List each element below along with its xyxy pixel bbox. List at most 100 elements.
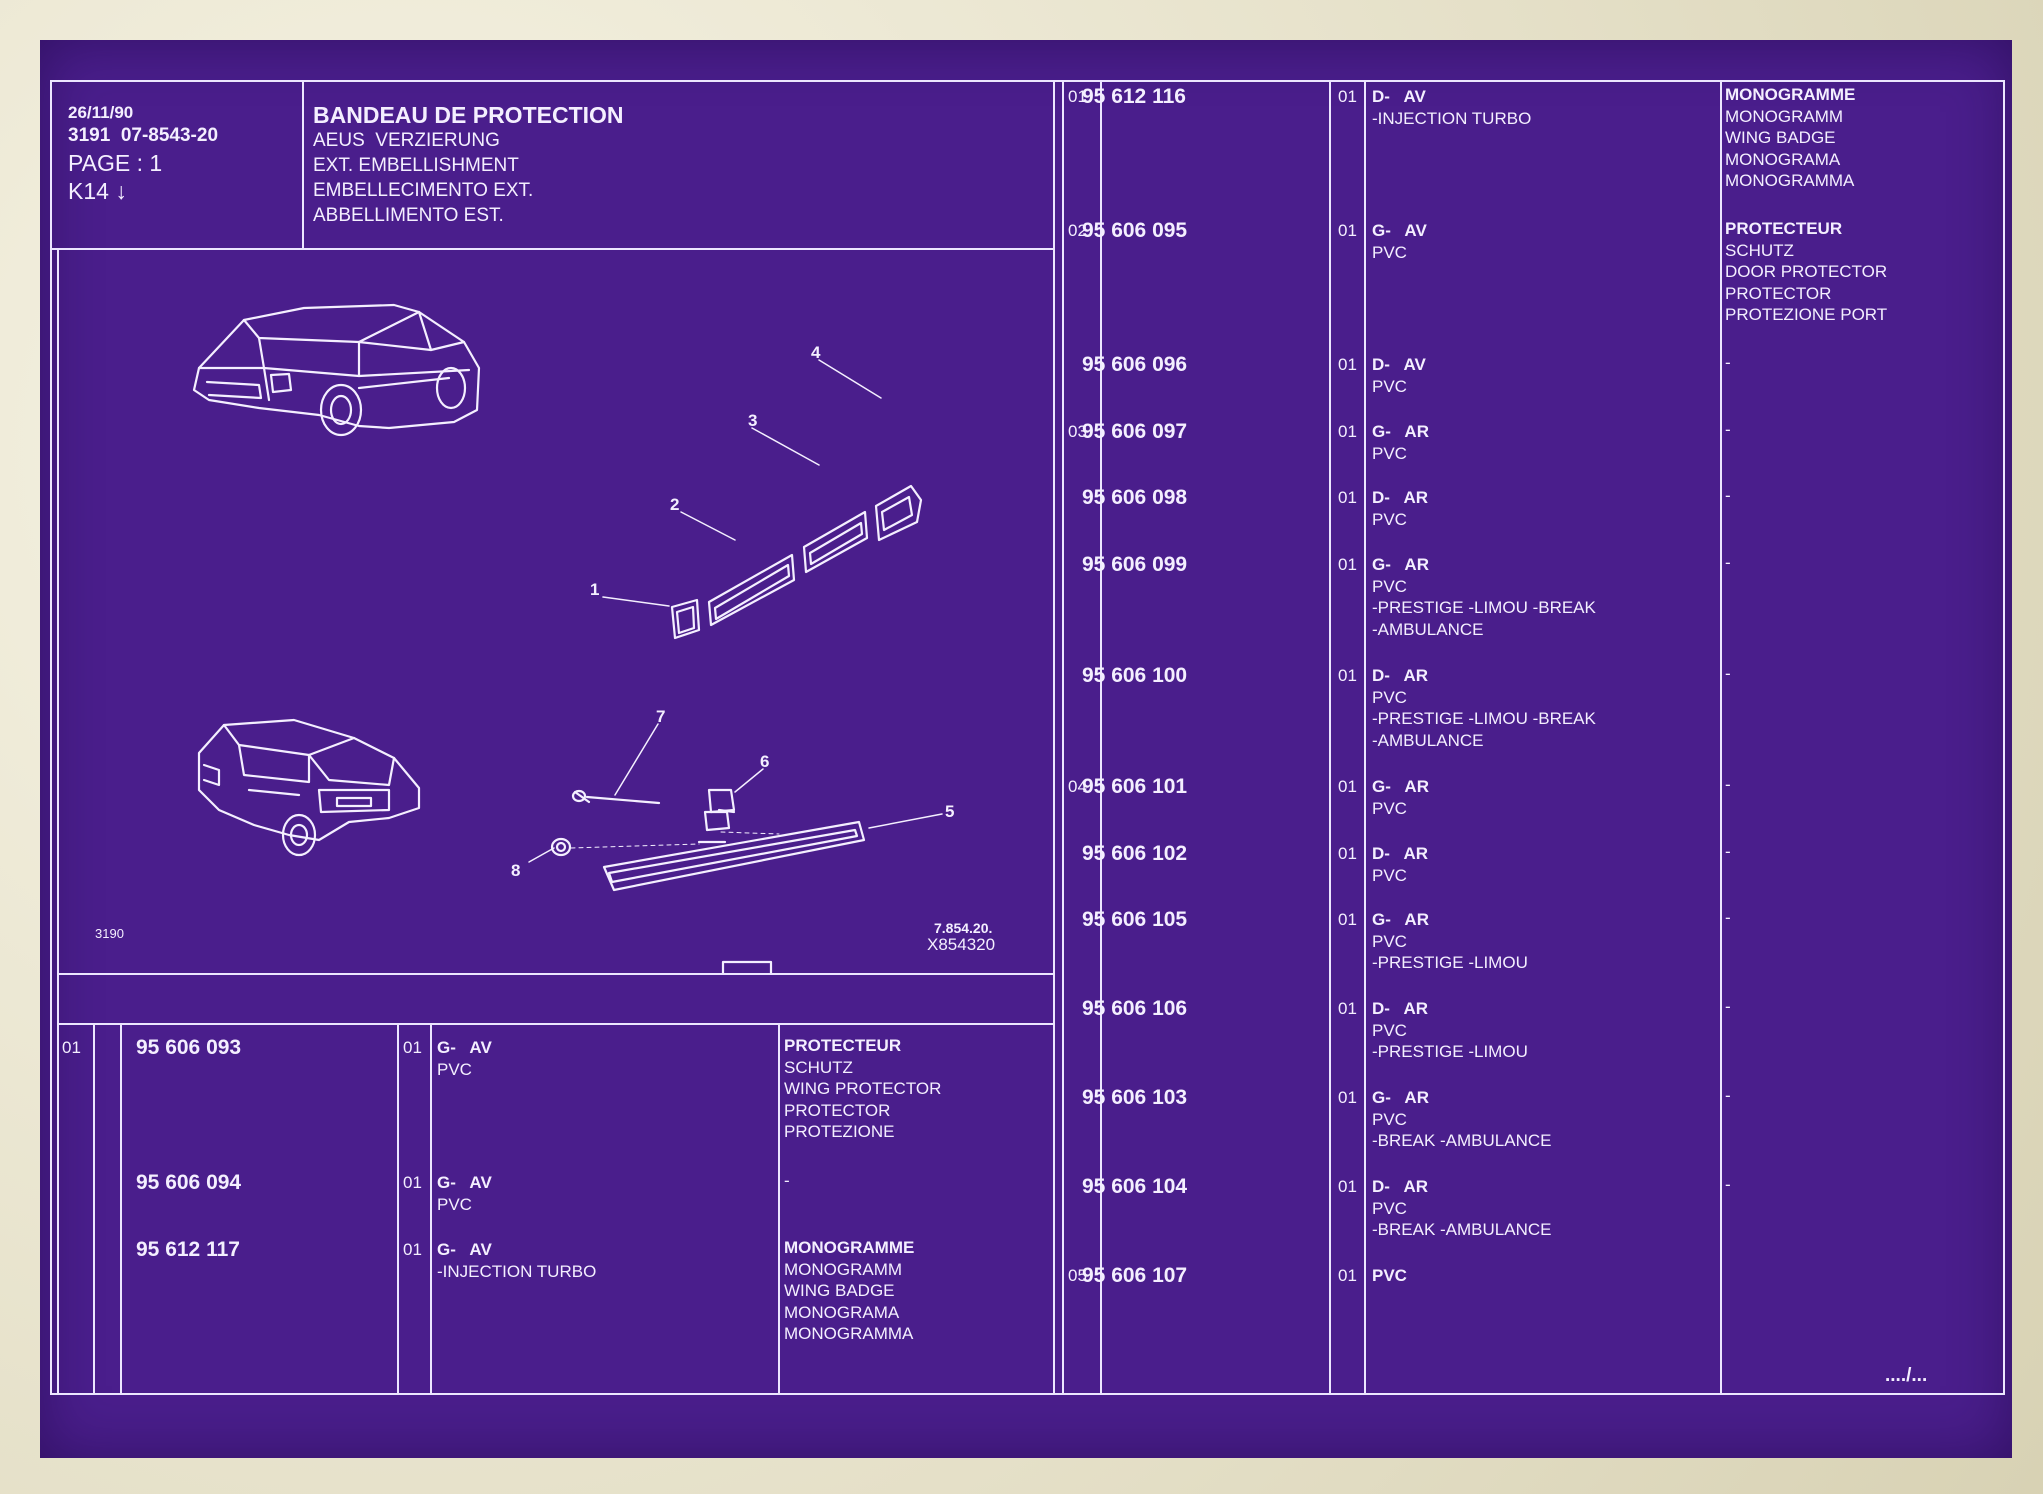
part-description: PVC (1372, 931, 1407, 951)
part-description: PVC (1372, 376, 1407, 396)
part-number: 95 606 097 (1082, 420, 1188, 443)
part-name: MONOGRAMMA (784, 1324, 914, 1343)
part-name: WING BADGE (784, 1281, 895, 1300)
part-description: G- AV (437, 1173, 492, 1192)
callout-1: 1 (590, 580, 599, 599)
quantity: 01 (1338, 999, 1357, 1018)
part-number: 95 606 101 (1082, 775, 1188, 798)
diagram-ref-a: 7.854.20. (934, 920, 992, 936)
part-number: 95 606 106 (1082, 997, 1188, 1020)
part-name: - (1725, 908, 1731, 927)
part-description: -PRESTIGE -LIMOU (1372, 1042, 1528, 1061)
part-number: 95 612 117 (136, 1238, 240, 1261)
quantity: 01 (1338, 355, 1357, 374)
title-english: EXT. EMBELLISHMENT (313, 155, 519, 176)
part-name: SCHUTZ (784, 1057, 853, 1077)
rear-car-illustration (197, 718, 421, 857)
title-german: AEUS VERZIERUNG (313, 130, 500, 151)
part-name: PROTECTEUR (1725, 219, 1843, 238)
quantity: 01 (403, 1173, 422, 1192)
part-name: - (1725, 1175, 1731, 1194)
part-description: G- AV (437, 1240, 492, 1259)
part-number: 95 606 093 (136, 1036, 242, 1059)
part-number: 95 606 107 (1082, 1264, 1188, 1287)
part-name: WING BADGE (1725, 128, 1836, 147)
callout-4: 4 (811, 343, 821, 362)
part-description: G- AR (1372, 1088, 1429, 1107)
part-number: 95 606 103 (1082, 1086, 1188, 1109)
part-number: 95 606 105 (1082, 908, 1188, 931)
part-description: G- AR (1372, 910, 1429, 929)
quantity: 01 (1338, 1088, 1357, 1107)
part-name: MONOGRAMA (1725, 149, 1841, 169)
part-description: -INJECTION TURBO (1372, 108, 1532, 128)
part-description: PVC (1372, 865, 1407, 885)
part-name: - (1725, 353, 1731, 372)
quantity: 01 (1338, 1266, 1357, 1285)
quantity: 01 (1338, 87, 1357, 106)
part-description: PVC (1372, 1020, 1407, 1040)
part-description: D- AR (1372, 1177, 1429, 1196)
part-name: - (784, 1171, 790, 1190)
part-description: D- AR (1372, 666, 1429, 685)
part-name: PROTECTOR (784, 1100, 891, 1120)
callout-8: 8 (511, 861, 520, 880)
item-position: 01 (62, 1038, 81, 1057)
part-name: - (1725, 775, 1731, 794)
item-position: 02 (1068, 221, 1087, 240)
part-name: DOOR PROTECTOR (1725, 262, 1888, 281)
part-name: - (1725, 664, 1731, 683)
part-description: PVC (437, 1059, 472, 1079)
quantity: 01 (1338, 488, 1357, 507)
part-description: G- AV (1372, 221, 1427, 240)
part-name: MONOGRAMM (784, 1259, 903, 1279)
part-description: -AMBULANCE (1372, 730, 1484, 750)
part-number: 95 606 095 (1082, 219, 1188, 242)
quantity: 01 (403, 1240, 422, 1259)
quantity: 01 (1338, 422, 1357, 441)
part-number: 95 606 100 (1082, 664, 1188, 687)
part-name: - (1725, 842, 1731, 861)
part-name: - (1725, 1086, 1731, 1105)
quantity: 01 (1338, 844, 1357, 863)
quantity: 01 (1338, 555, 1357, 574)
part-description: PVC (1372, 509, 1407, 529)
continuation-mark: ..../... (1885, 1365, 1928, 1386)
callout-5: 5 (945, 802, 954, 821)
callout-6: 6 (760, 752, 769, 771)
part-description: G- AR (1372, 777, 1429, 796)
part-description: PVC (1372, 1266, 1407, 1285)
section-code: K14 ↓ (68, 178, 127, 204)
part-name: MONOGRAMME (784, 1238, 915, 1257)
callout-3: 3 (748, 411, 757, 430)
part-description: PVC (1372, 576, 1407, 596)
part-description: D- AR (1372, 488, 1429, 507)
callout-2: 2 (670, 495, 679, 514)
quantity: 01 (1338, 910, 1357, 929)
item-position: 05 (1068, 1266, 1087, 1285)
part-name: MONOGRAMA (784, 1302, 900, 1322)
page-number: PAGE : 1 (68, 150, 163, 176)
parts-catalog-sheet: 26/11/90 3191 07-8543-20 PAGE : 1 K14 ↓ … (40, 40, 2012, 1458)
rear-parts (550, 788, 866, 892)
part-description: PVC (1372, 1198, 1407, 1218)
part-description: PVC (1372, 687, 1407, 707)
part-number: 95 606 099 (1082, 553, 1188, 576)
front-protector-strips (670, 484, 923, 640)
part-name: PROTECTOR (1725, 283, 1832, 303)
page-title: BANDEAU DE PROTECTION (313, 102, 624, 128)
part-name: MONOGRAMMA (1725, 171, 1855, 190)
part-description: D- AR (1372, 999, 1429, 1018)
title-italian: ABBELLIMENTO EST. (313, 205, 504, 226)
quantity: 01 (1338, 1177, 1357, 1196)
item-position: 03 (1068, 422, 1087, 441)
part-description: PVC (1372, 443, 1407, 463)
item-position: 04 (1068, 777, 1087, 796)
diagram-ref-b: X854320 (927, 935, 995, 954)
part-description: -INJECTION TURBO (437, 1261, 597, 1281)
part-number: 95 606 104 (1082, 1175, 1188, 1198)
part-number: 95 606 098 (1082, 486, 1188, 509)
part-name: PROTEZIONE (784, 1122, 895, 1141)
part-number: 95 606 094 (136, 1171, 242, 1194)
diagram-code: 3190 (95, 926, 124, 941)
